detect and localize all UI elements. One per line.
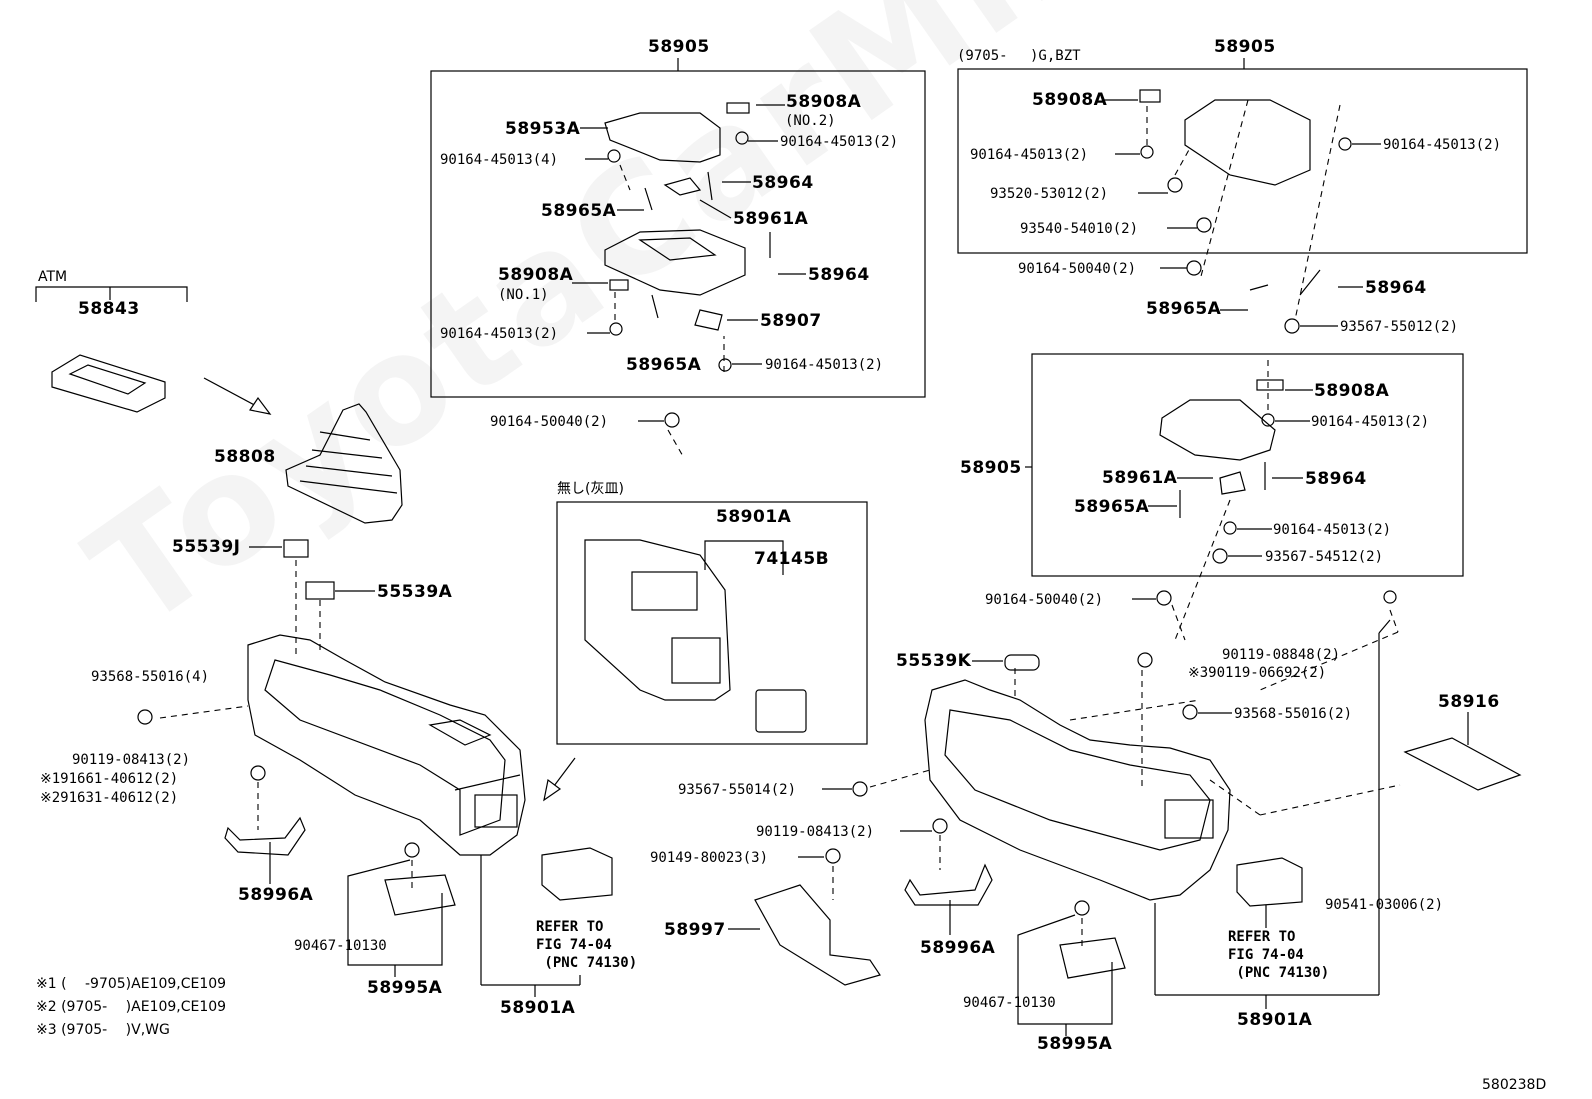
label-91661-40612: ※191661-40612(2) (40, 771, 179, 787)
label-55539a: 55539A (377, 582, 453, 602)
label-58964-a: 58964 (752, 173, 814, 193)
label-90164-50040-c: 90164-50040(2) (490, 414, 609, 430)
label-93567-54512: 93567-54512(2) (1265, 549, 1384, 565)
label-atm: ATM (38, 269, 68, 285)
label-93540-54010: 93540-54010(2) (1020, 221, 1139, 237)
label-58916: 58916 (1438, 692, 1500, 712)
label-58961a-rm: 58961A (1102, 468, 1178, 488)
label-90541-03006: 90541-03006(2) (1325, 897, 1444, 913)
label-90119-08848: 90119-08848(2) (1222, 647, 1341, 663)
label-58908a-rm: 58908A (1314, 381, 1390, 401)
label-condition-g-bzt: (9705- )G,BZT (957, 48, 1081, 64)
footnote-3: ※3 (9705- )V,WG (36, 1022, 170, 1038)
label-55539k: 55539K (896, 651, 972, 671)
label-58964-b: 58964 (808, 265, 870, 285)
label-93568-55016-4: 93568-55016(4) (91, 669, 210, 685)
refer-note-left: REFER TO FIG 74-04 (PNC 74130) (536, 919, 638, 971)
label-58901a-box: 58901A (716, 507, 792, 527)
diagram-code: 580238D (1482, 1077, 1547, 1093)
label-90119-08413-l: 90119-08413(2) (72, 752, 191, 768)
label-58996a-r: 58996A (920, 938, 996, 958)
label-58901a-r: 58901A (1237, 1010, 1313, 1030)
label-58905-right-mid: 58905 (960, 458, 1022, 478)
label-58964-rt: 58964 (1365, 278, 1427, 298)
box-middle-frame (556, 501, 868, 745)
label-58996a-l: 58996A (238, 885, 314, 905)
label-58953a: 58953A (505, 119, 581, 139)
label-90467-10130-l: 90467-10130 (294, 938, 387, 954)
label-55539j: 55539J (172, 537, 241, 557)
label-90164-45013-2-rt1: 90164-45013(2) (970, 147, 1089, 163)
label-58965a-a: 58965A (541, 201, 617, 221)
footnote-1: ※1 ( -9705)AE109,CE109 (36, 976, 227, 992)
label-90164-45013-2-c: 90164-45013(2) (765, 357, 884, 373)
label-58908a-no1: 58908A (498, 265, 574, 285)
label-93568-55016-2: 93568-55016(2) (1234, 706, 1353, 722)
footnote-2: ※2 (9705- )AE109,CE109 (36, 999, 227, 1015)
label-58964-rm: 58964 (1305, 469, 1367, 489)
label-58965a-b: 58965A (626, 355, 702, 375)
label-58905-right-top: 58905 (1214, 37, 1276, 57)
label-90164-45013-2-rm2: 90164-45013(2) (1273, 522, 1392, 538)
label-90164-45013-4: 90164-45013(4) (440, 152, 559, 168)
label-58843: 58843 (78, 299, 140, 319)
label-58997: 58997 (664, 920, 726, 940)
label-90467-10130-r: 90467-10130 (963, 995, 1056, 1011)
box-right-mid-frame (1031, 353, 1464, 577)
label-90164-50040-rt: 90164-50040(2) (1018, 261, 1137, 277)
label-58901a-l: 58901A (500, 998, 576, 1018)
label-58961a-a: 58961A (733, 209, 809, 229)
label-58908a-rt: 58908A (1032, 90, 1108, 110)
box-right-top-frame (957, 68, 1528, 254)
label-93520-53012: 93520-53012(2) (990, 186, 1109, 202)
label-58808: 58808 (214, 447, 276, 467)
label-90119-08413-r: 90119-08413(2) (756, 824, 875, 840)
label-58995a-r: 58995A (1037, 1034, 1113, 1054)
label-93567-55012: 93567-55012(2) (1340, 319, 1459, 335)
label-58908a-no2: 58908A (786, 92, 862, 112)
label-90164-45013-2-rt2: 90164-45013(2) (1383, 137, 1502, 153)
label-90164-45013-2-b: 90164-45013(2) (440, 326, 559, 342)
label-58965a-rm: 58965A (1074, 497, 1150, 517)
label-58905-center: 58905 (648, 37, 710, 57)
label-90119-06692: ※390119-06692(2) (1188, 665, 1327, 681)
label-90164-50040-rm: 90164-50040(2) (985, 592, 1104, 608)
label-91631-40612: ※291631-40612(2) (40, 790, 179, 806)
label-no2: (NO.2) (785, 113, 836, 129)
label-58995a-l: 58995A (367, 978, 443, 998)
label-condition-no-ashtray: 無し(灰皿) (557, 481, 624, 497)
label-90149-80023: 90149-80023(3) (650, 850, 769, 866)
label-90164-45013-2-rm1: 90164-45013(2) (1311, 414, 1430, 430)
label-74145b: 74145B (754, 549, 830, 569)
label-no1: (NO.1) (498, 287, 549, 303)
label-90164-45013-2-a: 90164-45013(2) (780, 134, 899, 150)
label-93567-55014: 93567-55014(2) (678, 782, 797, 798)
refer-note-right: REFER TO FIG 74-04 (PNC 74130) (1228, 929, 1330, 981)
label-58907: 58907 (760, 311, 822, 331)
label-58965a-rt: 58965A (1146, 299, 1222, 319)
